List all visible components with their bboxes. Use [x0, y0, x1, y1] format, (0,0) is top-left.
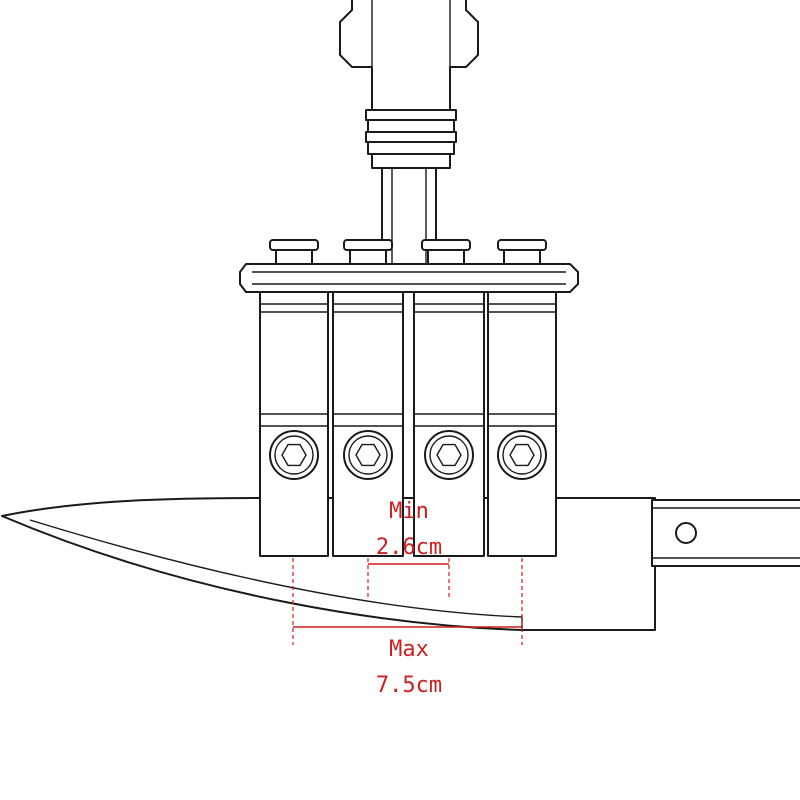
min-value: 2.6cm	[376, 535, 442, 560]
clamp-top-plate	[239, 263, 579, 293]
min-title: Min	[389, 499, 429, 524]
hex-screw-2	[343, 430, 393, 480]
dimension-max: Max 7.5cm	[292, 558, 523, 698]
jaw-block-1	[259, 291, 329, 557]
handle-rivet	[675, 522, 697, 544]
top-screws	[269, 239, 547, 265]
clamp	[239, 239, 579, 557]
guide-rod-assembly	[339, 0, 479, 265]
knife-handle	[651, 499, 800, 567]
max-title: Max	[389, 637, 429, 662]
hex-screw-3	[424, 430, 474, 480]
max-value: 7.5cm	[376, 673, 442, 698]
hex-screw-1	[269, 430, 319, 480]
dimension-min: Min 2.6cm	[367, 499, 450, 600]
rod-knob	[339, 0, 479, 111]
hex-screw-4	[497, 430, 547, 480]
jaw-block-2	[332, 291, 404, 557]
jaw-block-3	[413, 291, 485, 557]
jaw-block-4	[487, 291, 557, 557]
knife-edge-bevel	[29, 519, 523, 618]
